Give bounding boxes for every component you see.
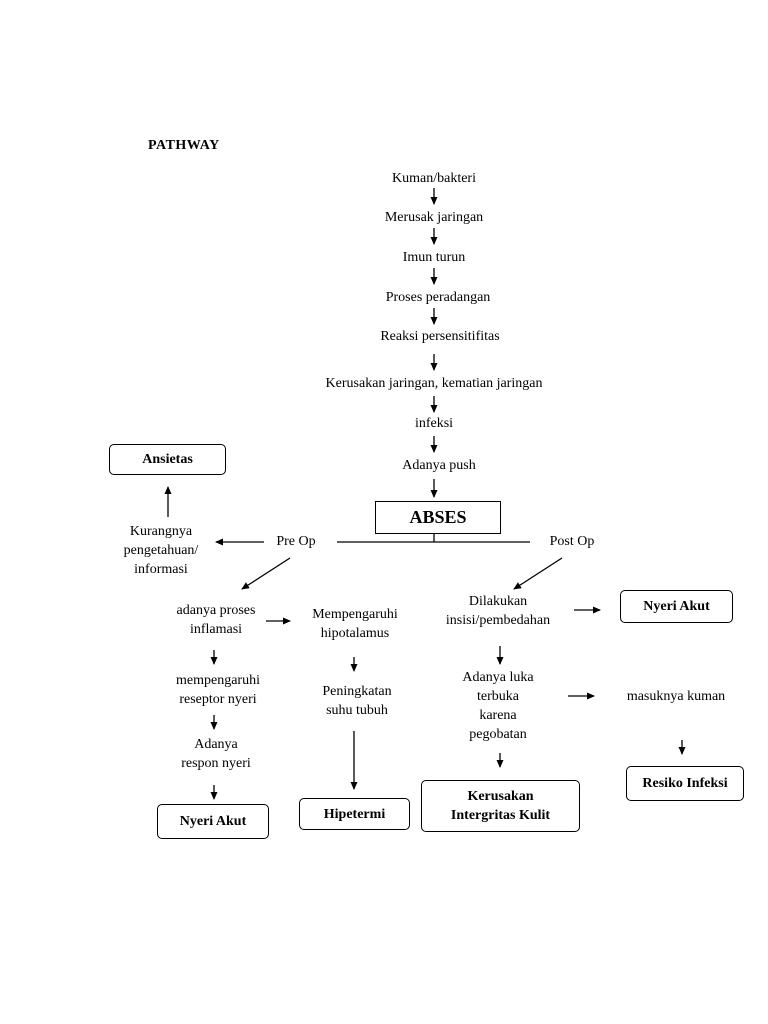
pre-op-label: Pre Op <box>276 534 316 549</box>
arrow-to-inflammation <box>241 557 291 590</box>
chain-step-1: Kuman/bakteri <box>392 171 476 186</box>
chain-step-8: Adanya push <box>402 458 476 473</box>
germs-text: masuknya kuman <box>626 689 726 704</box>
pain-box-right: Nyeri Akut <box>620 590 733 623</box>
infection-box: Resiko Infeksi <box>626 766 744 801</box>
anxiety-box: Ansietas <box>109 444 226 475</box>
chain-step-2: Merusak jaringan <box>384 210 484 225</box>
post-op-label: Post Op <box>549 534 595 549</box>
fever-box: Hipetermi <box>299 798 410 830</box>
arrow-to-incision <box>513 557 563 590</box>
chain-step-6: Kerusakan jaringan, kematian jaringan <box>325 376 543 391</box>
pain-box-left: Nyeri Akut <box>157 804 269 839</box>
abses-box: ABSES <box>375 501 501 534</box>
chain-step-7: infeksi <box>414 416 454 431</box>
chain-step-3: Imun turun <box>402 250 466 265</box>
page-title: PATHWAY <box>148 138 220 153</box>
chain-step-5: Reaksi persensitifitas <box>380 329 500 344</box>
chain-step-4: Proses peradangan <box>385 290 491 305</box>
